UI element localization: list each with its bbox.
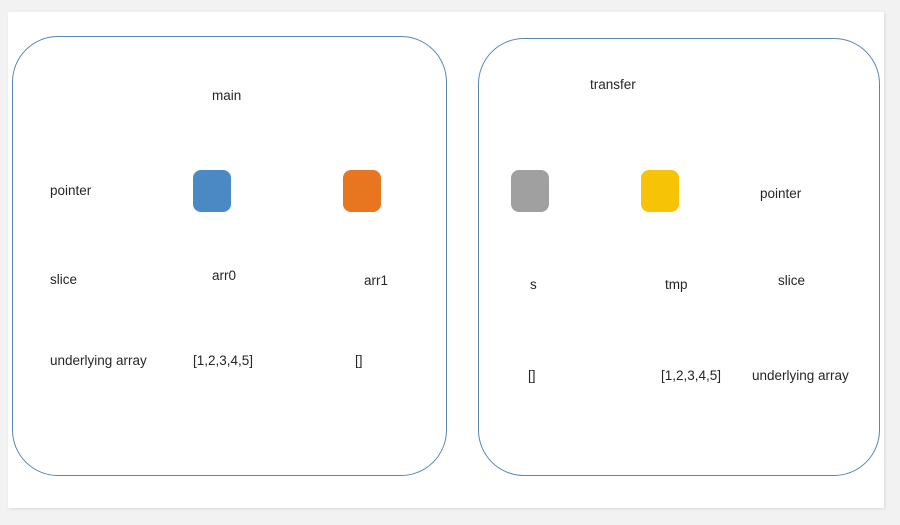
row-label-pointer-left: pointer: [50, 183, 92, 198]
scope-frame-main: [12, 36, 447, 476]
array-value-s: []: [528, 368, 536, 383]
pointer-box-s[interactable]: [511, 170, 549, 212]
array-value-arr1: []: [355, 353, 363, 368]
pointer-box-tmp[interactable]: [641, 170, 679, 212]
slice-name-tmp: tmp: [665, 277, 688, 292]
slice-name-s: s: [530, 277, 537, 292]
scope-title-main: main: [212, 88, 242, 103]
row-label-pointer-right: pointer: [760, 186, 802, 201]
row-label-slice-left: slice: [50, 272, 78, 287]
row-label-underlying-array-right: underlying array: [752, 368, 849, 383]
pointer-box-arr0[interactable]: [193, 170, 231, 212]
row-label-underlying-array-left: underlying array: [50, 353, 147, 368]
array-value-arr0: [1,2,3,4,5]: [193, 353, 254, 368]
pointer-box-arr1[interactable]: [343, 170, 381, 212]
scope-title-transfer: transfer: [590, 77, 636, 92]
row-label-slice-right: slice: [778, 273, 806, 288]
slice-name-arr0: arr0: [212, 268, 237, 283]
slice-name-arr1: arr1: [364, 273, 389, 288]
array-value-tmp: [1,2,3,4,5]: [661, 368, 722, 383]
scope-frame-transfer: [478, 38, 880, 476]
